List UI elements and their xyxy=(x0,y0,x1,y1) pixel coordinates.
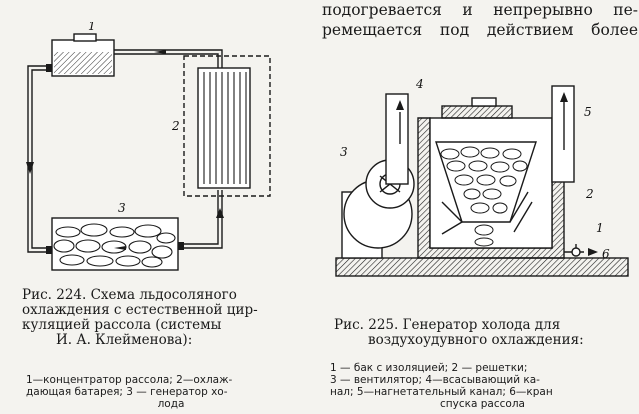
grids xyxy=(441,191,533,235)
label-2: 2 xyxy=(171,119,180,133)
legend-225-line-3: нал; 5—нагнетательный канал; 6—кран xyxy=(330,386,553,398)
figure-225-caption: Рис. 225. Генератор холода для воздухоуд… xyxy=(334,318,634,348)
label-3: 3 xyxy=(340,145,348,159)
label-1: 1 xyxy=(596,221,604,235)
cold-generator xyxy=(51,217,179,271)
figure-224-legend: 1—концентратор рассола; 2—охлаж- дающая … xyxy=(26,374,316,410)
label-4: 4 xyxy=(415,77,424,91)
legend-224-line-1: 1—концентратор рассола; 2—охлаж- xyxy=(26,374,233,386)
caption-225-line-1: Рис. 225. Генератор холода для xyxy=(334,317,561,333)
foundation xyxy=(335,257,629,277)
label-5: 5 xyxy=(584,105,592,119)
brine-concentrator xyxy=(51,33,115,77)
label-2: 2 xyxy=(585,187,594,201)
ice-hopper xyxy=(435,141,537,247)
caption-224-line-3: куляцией рассола (системы xyxy=(22,317,222,333)
body-text-line-2: ремещается под действием более xyxy=(322,21,638,39)
discharge-channel xyxy=(551,85,575,183)
label-3: 3 xyxy=(118,201,126,215)
figure-225-legend: 1 — бак с изоляцией; 2 — решетки; 3 — ве… xyxy=(330,362,635,410)
figure-225-cold-generator: 4 5 3 2 1 6 xyxy=(335,77,629,277)
legend-225-line-1: 1 — бак с изоляцией; 2 — решетки; xyxy=(330,362,528,374)
body-text-line-1: подогревается и непрерывно пе- xyxy=(322,1,638,19)
cooling-battery xyxy=(183,55,271,197)
legend-225-line-2: 3 — вентилятор; 4—всасывающий ка- xyxy=(330,374,540,386)
label-1: 1 xyxy=(88,22,96,33)
caption-224-line-2: охлаждения с естественной цир- xyxy=(22,302,258,318)
legend-225-line-4: спуска рассола xyxy=(440,398,525,410)
caption-224-line-4: И. А. Клейменова): xyxy=(56,332,193,348)
body-text-fragment: подогревается и непрерывно пе- ремещаетс… xyxy=(322,0,638,40)
figure-224-caption: Рис. 224. Схема льдосоляного охлаждения … xyxy=(22,288,314,348)
legend-224-line-2: дающая батарея; 3 — генератор хо- xyxy=(26,386,228,398)
caption-225-line-2: воздухоудувного охлаждения: xyxy=(368,332,584,348)
caption-224-line-1: Рис. 224. Схема льдосоляного xyxy=(22,287,237,303)
label-6: 6 xyxy=(602,247,610,261)
legend-224-line-3: лода xyxy=(157,398,185,410)
suction-channel xyxy=(385,93,409,185)
brine-drain-valve xyxy=(564,244,584,257)
figure-224-brine-cooling-schematic: 1 2 3 xyxy=(26,22,271,271)
